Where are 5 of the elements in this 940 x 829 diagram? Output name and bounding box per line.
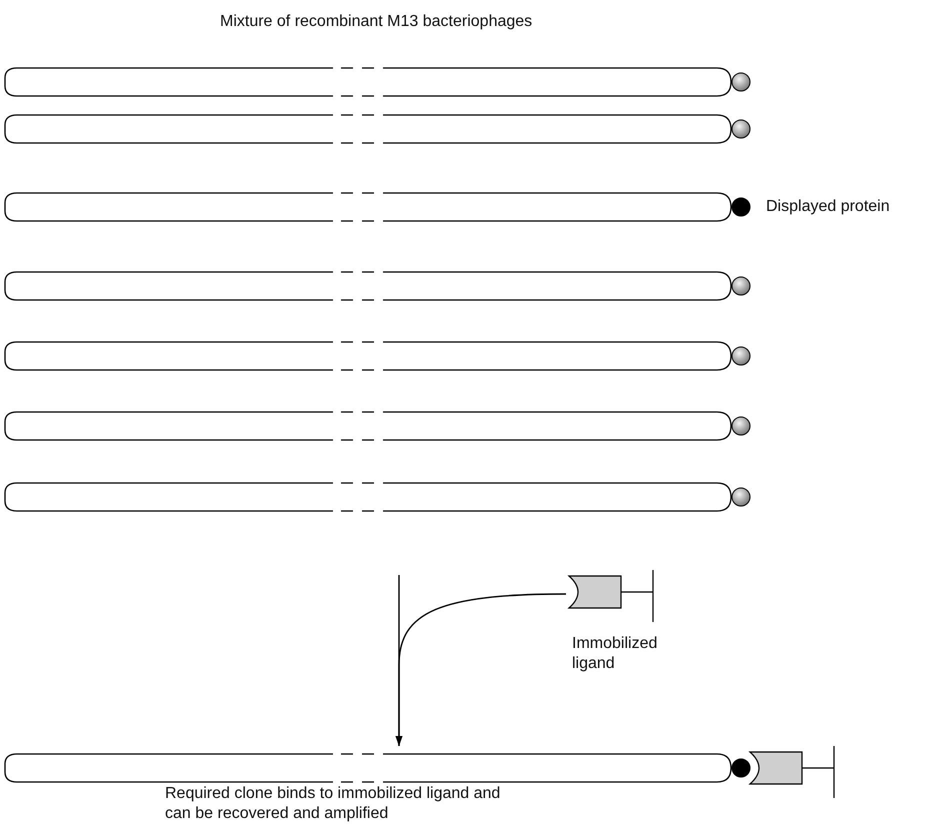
caption-text: Required clone binds to immobilized ligand and can be recovered and amplified [165, 784, 502, 824]
annotation-label: Displayed protein [766, 197, 891, 217]
diagram-title: Mixture of recombinant M13 bacteriophages [220, 12, 534, 32]
arrow [396, 593, 566, 746]
annotation-label: Immobilized ligand [572, 634, 658, 674]
